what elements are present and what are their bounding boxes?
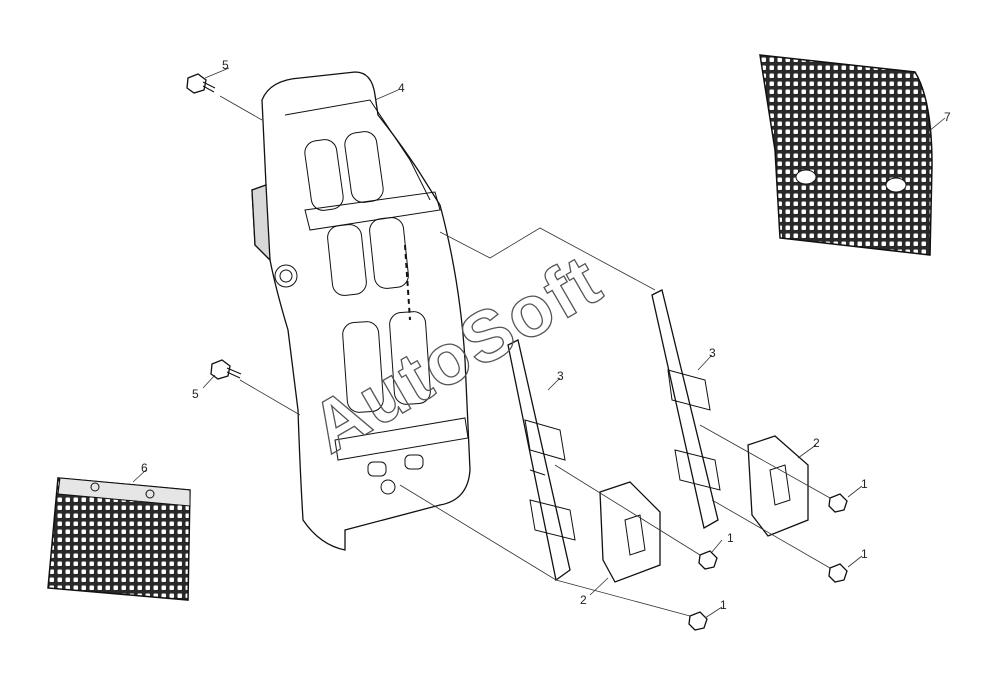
callout-1-c: 1 xyxy=(861,477,868,491)
bolt-5-mid xyxy=(210,359,242,380)
callout-1-a: 1 xyxy=(727,531,734,545)
mounting-rail-3-left xyxy=(507,339,576,582)
callout-5-mid: 5 xyxy=(192,387,199,401)
mesh-mat-7 xyxy=(759,54,933,256)
mounting-rail-3-right xyxy=(651,289,721,530)
callout-1-b: 1 xyxy=(720,598,727,612)
callout-2-right: 2 xyxy=(813,436,820,450)
callout-3-left: 3 xyxy=(557,369,564,383)
support-block-2-right xyxy=(747,435,809,537)
bolt-1-a xyxy=(698,550,718,570)
callout-3-right: 3 xyxy=(709,346,716,360)
bolt-1-b xyxy=(688,611,708,631)
support-block-2-left xyxy=(599,481,661,583)
bolt-5-top xyxy=(186,73,216,94)
mesh-mat-6 xyxy=(47,477,191,601)
callout-1-d: 1 xyxy=(861,547,868,561)
bolt-1-c xyxy=(828,493,848,513)
callout-7: 7 xyxy=(944,110,951,124)
callout-4: 4 xyxy=(398,81,405,95)
seat-back-panel-4 xyxy=(251,71,471,551)
leader-lines xyxy=(132,67,946,619)
callout-5-top: 5 xyxy=(222,58,229,72)
bolt-1-d xyxy=(828,563,848,583)
callout-2-left: 2 xyxy=(580,593,587,607)
callout-6: 6 xyxy=(141,461,148,475)
